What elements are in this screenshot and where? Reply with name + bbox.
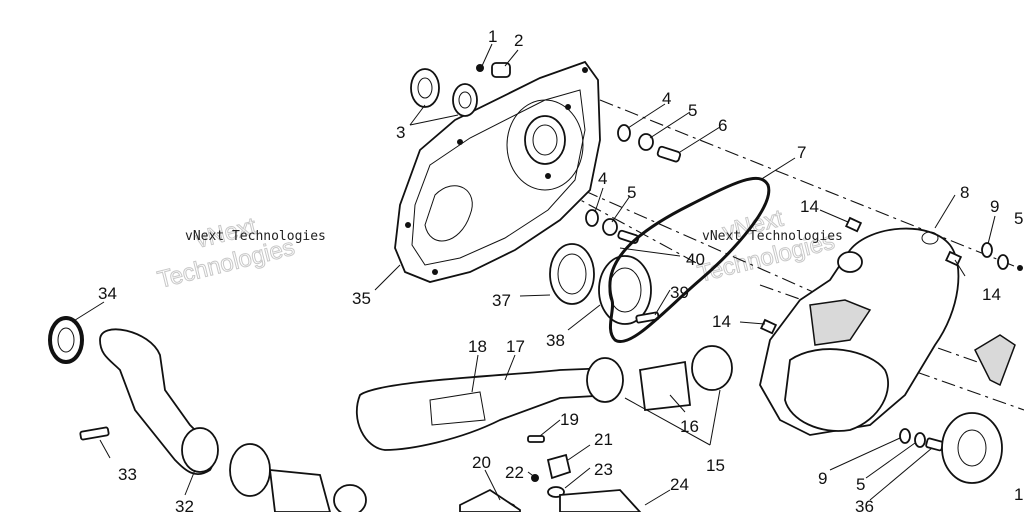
- clip-14-b: [945, 250, 963, 267]
- callout-7: 7: [797, 143, 806, 162]
- bearing-plate-38: [598, 255, 652, 325]
- seal-37: [549, 243, 595, 305]
- callout-5-top: 5: [688, 101, 697, 120]
- callout-2: 2: [514, 31, 523, 50]
- leader-lines: [71, 43, 996, 506]
- inner-plate: [394, 60, 601, 283]
- drive-belt-7: [608, 176, 771, 344]
- bolt-top-right: [1017, 265, 1023, 271]
- callout-1: 1: [488, 27, 497, 46]
- seal-34: [48, 316, 84, 364]
- washer-9-top: [981, 242, 993, 258]
- washer-5-bottom: [914, 432, 926, 448]
- callout-9-top: 9: [990, 197, 999, 216]
- washers-3: [410, 68, 478, 117]
- bolt-39: [635, 311, 660, 324]
- clip-14-a: [845, 216, 863, 233]
- bottom-part-20: [459, 488, 521, 512]
- callout-24: 24: [670, 475, 689, 494]
- duct-collar-32: [181, 427, 219, 473]
- callout-17: 17: [506, 337, 525, 356]
- callout-5-mid: 5: [627, 183, 636, 202]
- watermark-left: vNext Technologies: [185, 229, 326, 244]
- outer-cover-8: [759, 227, 960, 436]
- clip-14-c: [760, 318, 778, 335]
- bolt-33: [79, 426, 110, 441]
- callout-4-top: 4: [662, 89, 671, 108]
- watermark-outline-left: vNext Technologies: [154, 212, 297, 294]
- callout-39: 39: [670, 283, 689, 302]
- sleeve-bottom: [268, 468, 331, 512]
- clamp-15-b: [691, 345, 733, 391]
- sleeve-16: [639, 360, 691, 411]
- clamp-bottom-b: [333, 484, 367, 512]
- callout-19: 19: [560, 410, 579, 429]
- callout-15: 15: [706, 456, 725, 475]
- callout-labels: 1 2 3 4 5 6 7 4 5 8 9 5 14 14 14 35 37 4…: [98, 27, 1023, 512]
- bolt-36: [925, 437, 944, 452]
- washer-9-bottom: [899, 428, 911, 444]
- callout-8: 8: [960, 183, 969, 202]
- callout-32: 32: [175, 497, 194, 512]
- small-bushing: [476, 62, 511, 78]
- callout-4-mid: 4: [598, 169, 607, 188]
- screw-19: [527, 435, 545, 443]
- callout-5-bottom: 5: [856, 475, 865, 494]
- bracket-18: [429, 391, 486, 426]
- callout-23: 23: [594, 460, 613, 479]
- callout-6: 6: [718, 116, 727, 135]
- clamp-15-a: [586, 357, 624, 403]
- hardware-middle: [585, 209, 640, 244]
- callout-40: 40: [686, 250, 705, 269]
- rubber-strip: [974, 334, 1016, 387]
- callout-35: 35: [352, 289, 371, 308]
- watermark-right: vNext Technologies: [702, 229, 843, 244]
- callout-14-b: 14: [982, 285, 1001, 304]
- callout-33: 33: [118, 465, 137, 484]
- washer-5-top: [997, 254, 1009, 270]
- large-washer-1: [941, 412, 1003, 484]
- large-washer-hole: [957, 429, 987, 467]
- callout-1-right: 1: [1014, 485, 1023, 504]
- nut-21: [546, 453, 572, 480]
- callout-36: 36: [855, 497, 874, 512]
- callout-37: 37: [492, 291, 511, 310]
- clamp-bottom-a: [229, 443, 271, 497]
- callout-18: 18: [468, 337, 487, 356]
- callout-3: 3: [396, 123, 405, 142]
- callout-5-right: 5: [1014, 209, 1023, 228]
- callout-14-a: 14: [800, 197, 819, 216]
- callout-22: 22: [505, 463, 524, 482]
- bottom-part-24: [559, 489, 642, 512]
- duct-17: [355, 367, 613, 451]
- callout-9-bottom: 9: [818, 469, 827, 488]
- callout-38: 38: [546, 331, 565, 350]
- hardware-top: [617, 124, 682, 163]
- callout-21: 21: [594, 430, 613, 449]
- callout-34: 34: [98, 284, 117, 303]
- callout-20: 20: [472, 453, 491, 472]
- watermark-outline-right: vNext Technologies: [694, 204, 837, 288]
- callout-14-c: 14: [712, 312, 731, 331]
- callout-16: 16: [680, 417, 699, 436]
